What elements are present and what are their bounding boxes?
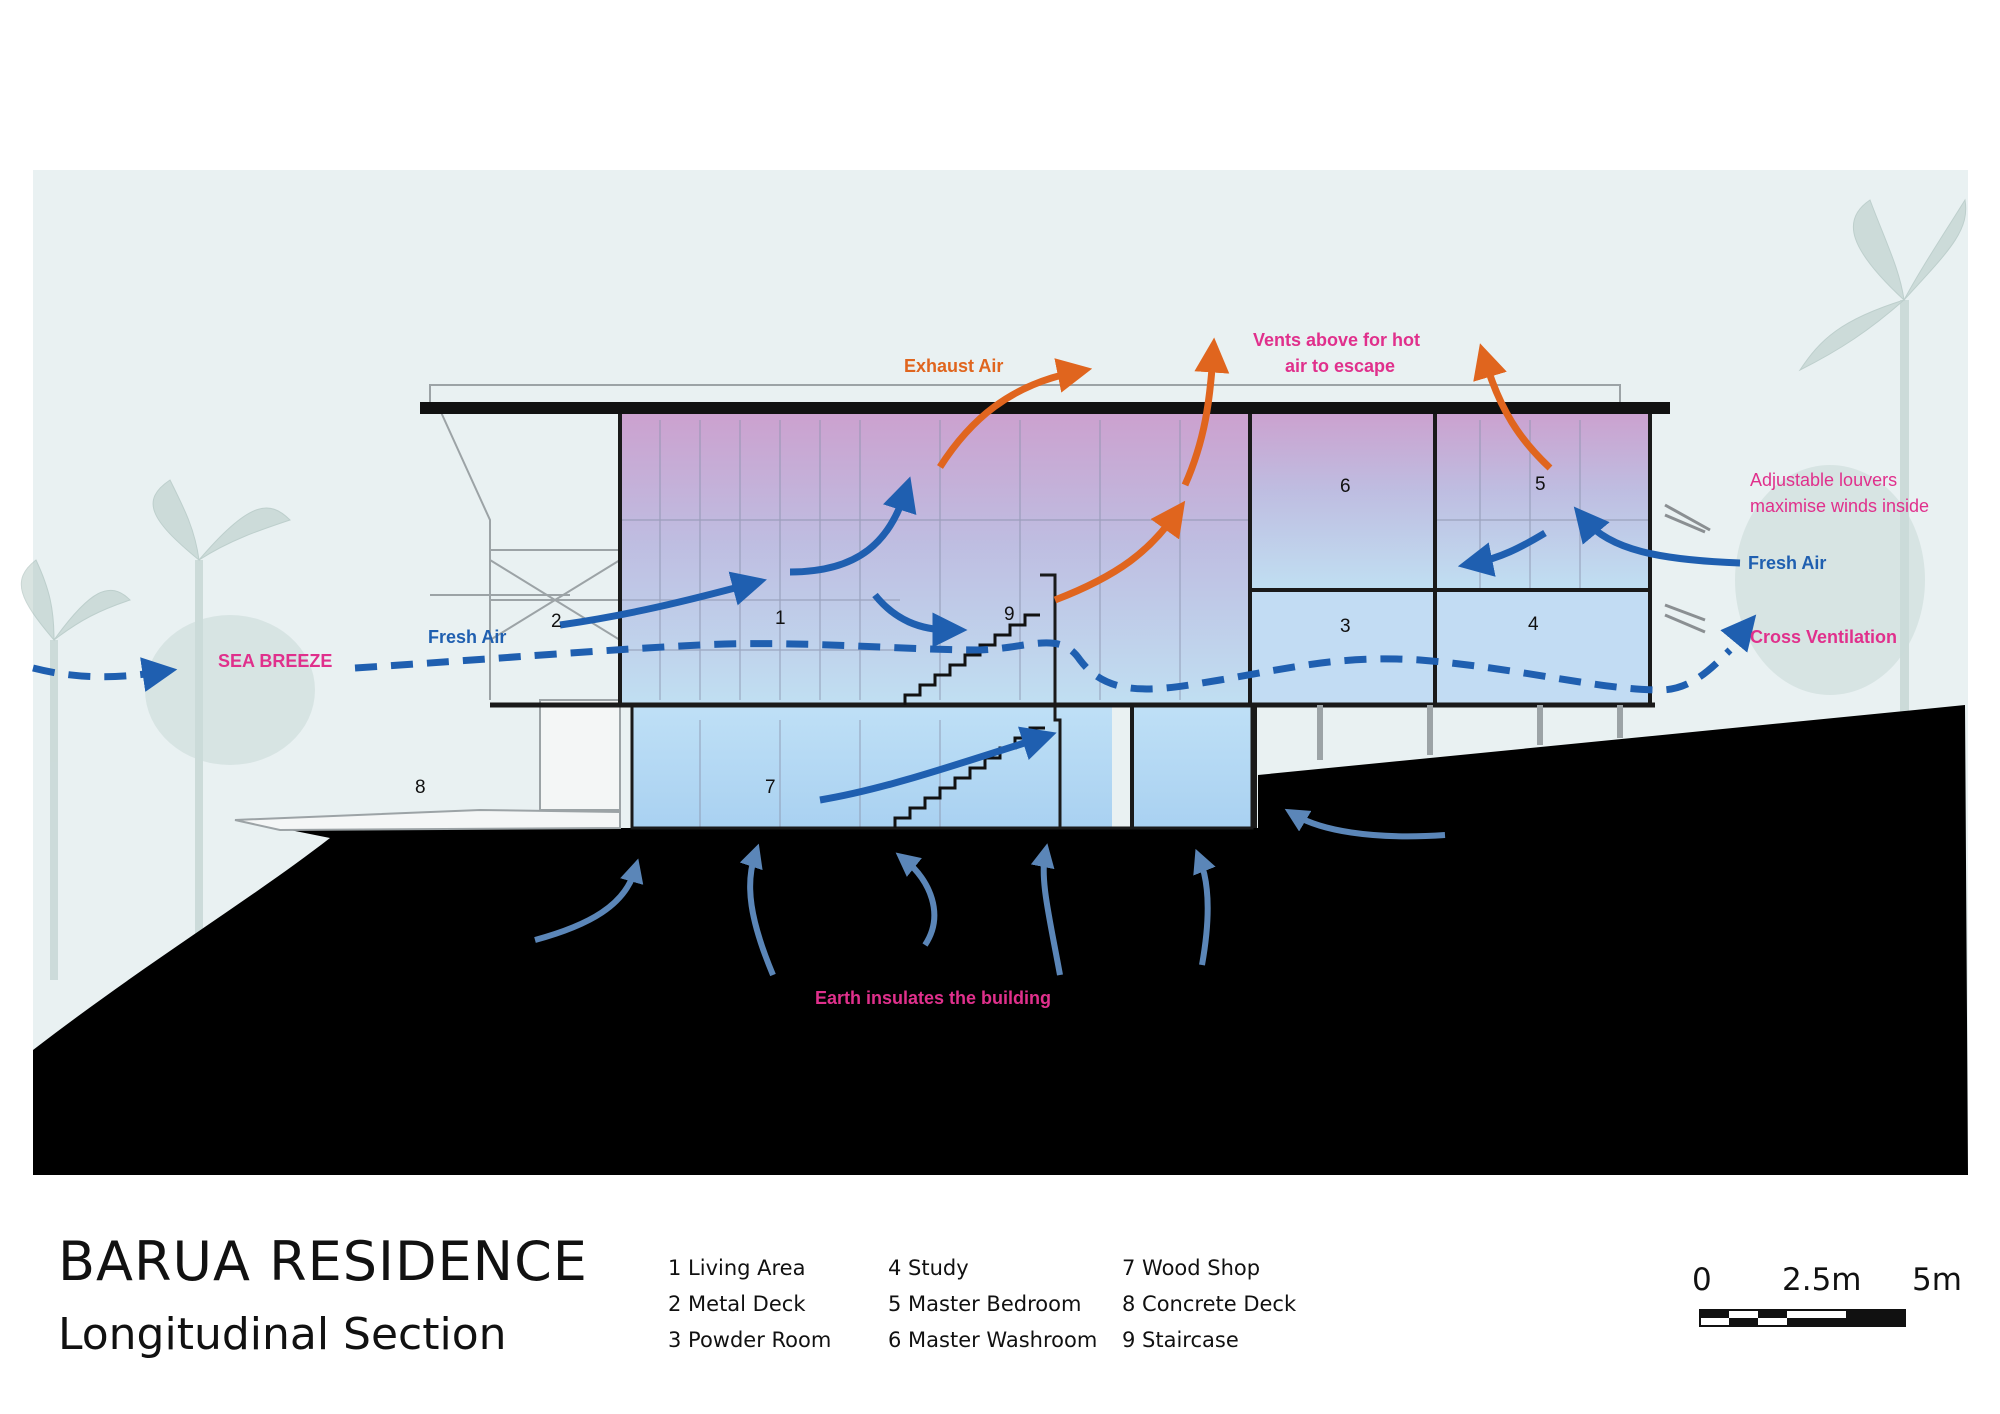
vents-label-line2: air to escape <box>1285 356 1395 376</box>
legend-item: 1 Living Area <box>668 1256 806 1280</box>
room-number-1: 1 <box>775 608 786 629</box>
room-number-4: 4 <box>1528 614 1539 635</box>
scale-label-mid: 2.5m <box>1782 1262 1862 1298</box>
sea-breeze-label: SEA BREEZE <box>218 651 332 671</box>
study-volume <box>1435 590 1650 705</box>
exhaust-air-label: Exhaust Air <box>904 356 1003 376</box>
legend-column-1: 1 Living Area 2 Metal Deck 3 Powder Room <box>668 1250 831 1358</box>
legend-column-2: 4 Study 5 Master Bedroom 6 Master Washro… <box>888 1250 1097 1358</box>
lower-staircase <box>893 726 1045 828</box>
upper-living-volume <box>620 410 1250 705</box>
legend-item: 2 Metal Deck <box>668 1292 806 1316</box>
legend-item: 7 Wood Shop <box>1122 1256 1261 1280</box>
cross-ventilation-label: Cross Ventilation <box>1750 627 1897 647</box>
drawing-title: BARUA RESIDENCE <box>58 1230 588 1293</box>
legend-column-3: 7 Wood Shop 8 Concrete Deck 9 Staircase <box>1122 1250 1296 1358</box>
legend-item: 3 Powder Room <box>668 1328 832 1352</box>
foundation-piles <box>1317 705 1623 760</box>
building-structure <box>420 384 1670 830</box>
fresh-air-left-label: Fresh Air <box>428 627 506 647</box>
cross-ventilation-airflow <box>354 639 1733 694</box>
sea-breeze-airflow <box>32 657 178 692</box>
left-deck-structure <box>430 409 621 811</box>
louvers-label-line1: Adjustable louvers <box>1750 470 1897 490</box>
legend-item: 5 Master Bedroom <box>888 1292 1082 1316</box>
adjustable-louvers <box>1664 503 1711 634</box>
room-number-7: 7 <box>765 777 776 798</box>
earth-insulation-arrows <box>534 808 1446 977</box>
drawing-subtitle: Longitudinal Section <box>58 1309 507 1360</box>
louvers-label-line2: maximise winds inside <box>1750 496 1929 516</box>
powder-room-volume <box>1250 590 1435 705</box>
upper-staircase <box>903 613 1040 705</box>
washroom-volume <box>1250 410 1435 590</box>
cross-ventilation-exit-arrow <box>1720 614 1757 653</box>
room-number-2: 2 <box>551 611 562 632</box>
title-block: BARUA RESIDENCE Longitudinal Section <box>58 1230 588 1360</box>
exhaust-air-arrows <box>937 337 1553 604</box>
bedroom-volume <box>1435 410 1650 590</box>
fresh-air-arrows <box>559 476 1741 804</box>
scale-labels: 0 2.5m 5m <box>1680 1262 1980 1302</box>
room-number-6: 6 <box>1340 476 1351 497</box>
room-number-5: 5 <box>1535 474 1546 495</box>
room-number-8: 8 <box>415 777 426 798</box>
room-number-9: 9 <box>1004 604 1015 625</box>
vents-label-line1: Vents above for hot <box>1253 330 1420 350</box>
concrete-deck <box>234 808 621 832</box>
fresh-air-right-label: Fresh Air <box>1748 553 1826 573</box>
legend-item: 9 Staircase <box>1122 1328 1239 1352</box>
scale-label-end: 5m <box>1912 1262 1962 1298</box>
lower-storage-volume <box>1132 705 1252 828</box>
palm-tree-left <box>20 479 315 980</box>
earth-insulation-label: Earth insulates the building <box>815 988 1051 1008</box>
scale-bar <box>1699 1309 1906 1327</box>
legend-item: 4 Study <box>888 1256 969 1280</box>
wood-shop-volume <box>632 705 1112 828</box>
palm-tree-right <box>1735 198 1967 730</box>
room-number-3: 3 <box>1340 616 1351 637</box>
scale-label-zero: 0 <box>1692 1262 1712 1298</box>
ground-section <box>33 705 1968 1175</box>
legend-item: 6 Master Washroom <box>888 1328 1098 1352</box>
legend-item: 8 Concrete Deck <box>1122 1292 1297 1316</box>
